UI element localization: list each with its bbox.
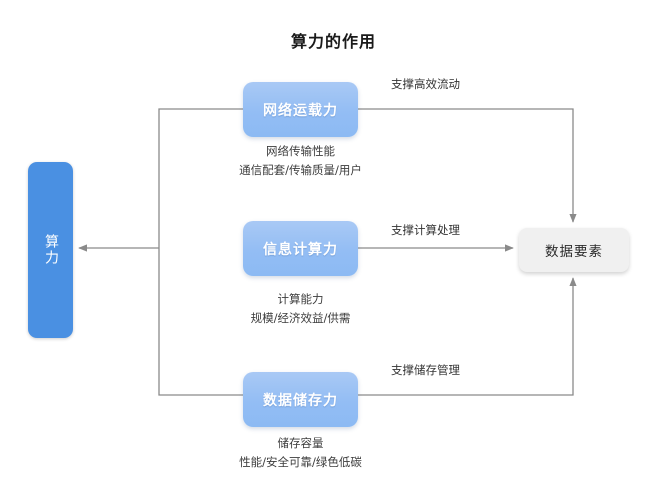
caption-storage-line1: 储存容量 <box>277 436 324 450</box>
page-title: 算力的作用 <box>290 32 376 51</box>
node-storage-capacity[interactable]: 数据储存力 <box>243 372 358 427</box>
node-computing-power[interactable]: 算力 <box>28 162 73 338</box>
caption-storage-capacity: 储存容量 性能/安全可靠/绿色低碳 <box>178 434 423 472</box>
node-data-element[interactable]: 数据要素 <box>519 228 629 272</box>
node-compute-capacity[interactable]: 信息计算力 <box>243 221 358 276</box>
edge-label-compute: 支撑计算处理 <box>391 223 460 237</box>
node-data-element-label: 数据要素 <box>545 244 603 260</box>
node-storage-capacity-label: 数据储存力 <box>263 392 338 409</box>
node-network-capacity[interactable]: 网络运载力 <box>243 82 358 137</box>
caption-compute-capacity: 计算能力 规模/经济效益/供需 <box>178 290 423 328</box>
caption-network-line1: 网络传输性能 <box>266 144 335 158</box>
node-computing-power-label: 算力 <box>43 234 59 266</box>
caption-compute-line2: 规模/经济效益/供需 <box>250 311 351 325</box>
edge-label-storage: 支撑储存管理 <box>391 363 460 377</box>
node-network-capacity-label: 网络运载力 <box>263 102 338 119</box>
caption-network-line2: 通信配套/传输质量/用户 <box>239 163 362 177</box>
node-compute-capacity-label: 信息计算力 <box>263 241 338 258</box>
caption-compute-line1: 计算能力 <box>277 292 324 306</box>
edge-label-network: 支撑高效流动 <box>391 77 460 91</box>
caption-storage-line2: 性能/安全可靠/绿色低碳 <box>239 455 362 469</box>
caption-network-capacity: 网络传输性能 通信配套/传输质量/用户 <box>178 142 423 180</box>
